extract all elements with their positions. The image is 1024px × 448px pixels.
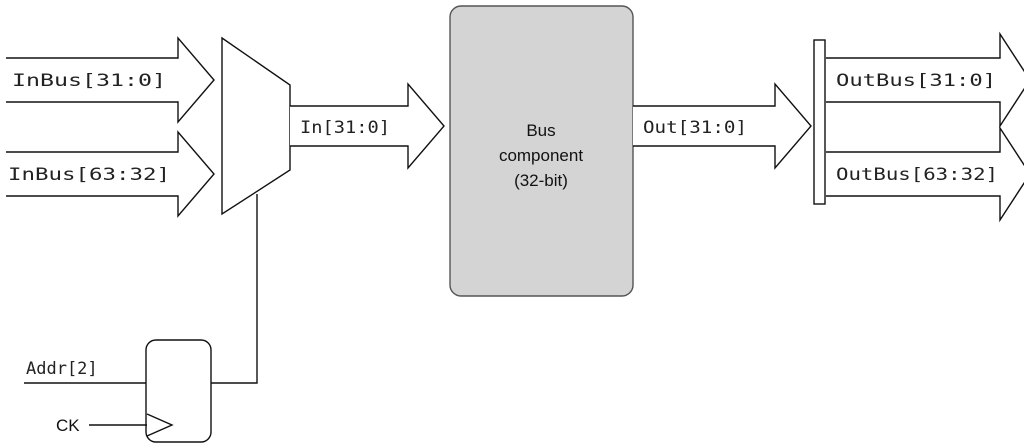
mux-output-label: In[31:0] bbox=[300, 118, 390, 138]
multiplexer bbox=[221, 36, 291, 216]
select-wire bbox=[211, 194, 258, 384]
bus-component-title: Bus bbox=[526, 121, 555, 140]
input-bus-high-label: InBus[63:32] bbox=[8, 165, 170, 185]
mux-output-arrow bbox=[290, 82, 445, 170]
address-register bbox=[145, 339, 212, 443]
address-input-label: Addr[2] bbox=[26, 359, 98, 379]
bus-component-box bbox=[449, 5, 634, 297]
clock-edge-marker bbox=[146, 413, 174, 437]
bus-component-width: (32-bit) bbox=[514, 171, 568, 190]
output-bus-high-label: OutBus[63:32] bbox=[836, 165, 998, 185]
bus-component-subtitle: component bbox=[499, 146, 583, 165]
input-bus-low-arrow bbox=[6, 36, 215, 124]
bus-splitter-bar bbox=[813, 39, 826, 205]
clock-input-label: CK bbox=[56, 416, 80, 435]
component-output-arrow bbox=[633, 82, 812, 170]
component-output-label: Out[31:0] bbox=[643, 118, 747, 138]
output-bus-low-arrow bbox=[826, 31, 1024, 129]
output-bus-low-label: OutBus[31:0] bbox=[836, 71, 996, 91]
output-bus-high-arrow bbox=[826, 125, 1024, 223]
input-bus-low-label: InBus[31:0] bbox=[12, 71, 166, 91]
input-bus-high-arrow bbox=[6, 130, 215, 218]
